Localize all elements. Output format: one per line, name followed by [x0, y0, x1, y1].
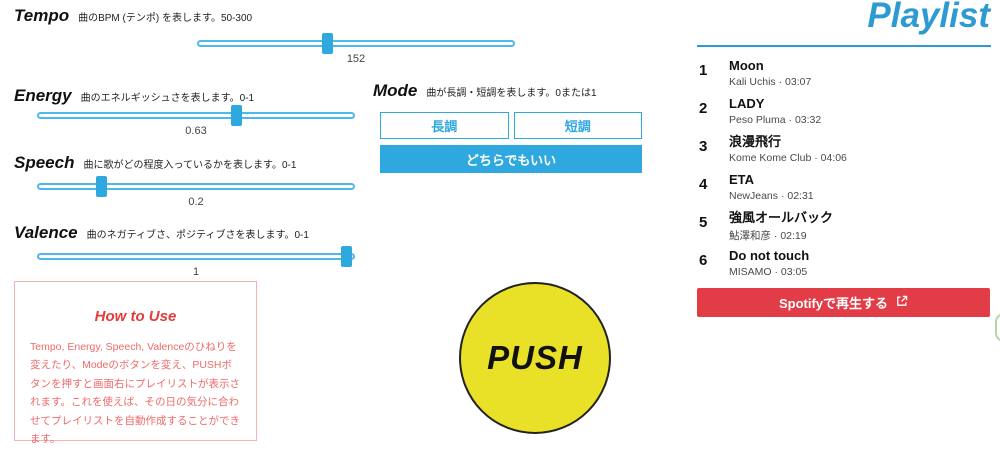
- track-artist-duration: Peso Pluma · 03:32: [729, 114, 822, 127]
- how-to-use-title: How to Use: [94, 308, 177, 325]
- playlist: 1 Moon Kali Uchis · 03:07 2 LADY Peso Pl…: [699, 58, 991, 286]
- tempo-slider-thumb[interactable]: [321, 33, 333, 54]
- how-to-use-text: Tempo, Energy, Speech, Valenceのひねりを変えたり、…: [30, 341, 240, 445]
- playlist-row[interactable]: 1 Moon Kali Uchis · 03:07: [699, 58, 991, 88]
- energy-label: Energy: [14, 86, 72, 105]
- valence-section-header: Valence 曲のネガティブさ、ポジティブさを表します。0-1: [14, 223, 309, 243]
- speech-slider[interactable]: [37, 176, 355, 197]
- offscreen-edge-fragment: [995, 313, 1000, 342]
- mode-description: 曲が長調・短調を表します。0または1: [426, 88, 597, 99]
- speech-label: Speech: [14, 153, 75, 172]
- playlist-row[interactable]: 3 浪漫飛行 Kome Kome Club · 04:06: [699, 134, 991, 164]
- valence-description: 曲のネガティブさ、ポジティブさを表します。0-1: [86, 230, 309, 241]
- playlist-row[interactable]: 5 強風オールバック 鮎澤和彦 · 02:19: [699, 210, 991, 243]
- playlist-row[interactable]: 6 Do not touch MISAMO · 03:05: [699, 248, 991, 278]
- track-artist-duration: Kali Uchis · 03:07: [729, 76, 812, 89]
- speech-section-header: Speech 曲に歌がどの程度入っているかを表します。0-1: [14, 153, 296, 173]
- track-number: 4: [699, 176, 708, 193]
- mode-minor-button[interactable]: 短調: [513, 112, 642, 139]
- energy-slider[interactable]: [37, 105, 355, 126]
- track-title: 強風オールバック: [729, 210, 834, 225]
- track-title: LADY: [729, 96, 765, 111]
- track-title: ETA: [729, 172, 755, 187]
- track-title: Moon: [729, 58, 764, 73]
- how-to-use-box: How to Use Tempo, Energy, Speech, Valenc…: [14, 281, 257, 445]
- playlist-title: Playlist: [867, 0, 990, 35]
- mode-either-button[interactable]: どちらでもいい: [380, 145, 642, 173]
- tempo-label: Tempo: [14, 6, 70, 25]
- energy-value: 0.63: [185, 125, 207, 137]
- external-link-icon: [896, 295, 908, 310]
- play-on-spotify-label: Spotifyで再生する: [778, 296, 889, 311]
- playlist-divider: [697, 45, 991, 47]
- tempo-slider[interactable]: [197, 33, 515, 54]
- track-artist-duration: NewJeans · 02:31: [729, 190, 814, 203]
- mode-section-header: Mode 曲が長調・短調を表します。0または1: [373, 81, 597, 101]
- tempo-value: 152: [346, 53, 366, 65]
- energy-slider-thumb[interactable]: [230, 105, 242, 126]
- tempo-description: 曲のBPM (テンポ) を表します。50-300: [78, 13, 253, 24]
- track-number: 1: [699, 62, 708, 79]
- track-number: 5: [699, 214, 708, 231]
- mode-button-row: 長調 短調: [380, 112, 642, 139]
- track-artist-duration: Kome Kome Club · 04:06: [729, 152, 847, 165]
- play-on-spotify-button[interactable]: Spotifyで再生する: [697, 288, 990, 317]
- track-artist-duration: 鮎澤和彦 · 02:19: [729, 230, 807, 243]
- valence-slider-thumb[interactable]: [340, 246, 352, 267]
- tempo-section-header: Tempo 曲のBPM (テンポ) を表します。50-300: [14, 6, 252, 26]
- track-number: 3: [699, 138, 708, 155]
- playlist-row[interactable]: 4 ETA NewJeans · 02:31: [699, 172, 991, 202]
- energy-section-header: Energy 曲のエネルギッシュさを表します。0-1: [14, 86, 254, 106]
- playlist-row[interactable]: 2 LADY Peso Pluma · 03:32: [699, 96, 991, 126]
- track-number: 2: [699, 100, 708, 117]
- valence-slider[interactable]: [37, 246, 355, 267]
- speech-description: 曲に歌がどの程度入っているかを表します。0-1: [83, 160, 297, 171]
- valence-value: 1: [192, 266, 200, 278]
- speech-slider-thumb[interactable]: [95, 176, 107, 197]
- track-artist-duration: MISAMO · 03:05: [729, 266, 808, 279]
- valence-label: Valence: [14, 223, 78, 242]
- push-button[interactable]: PUSH: [459, 282, 611, 434]
- track-title: Do not touch: [729, 248, 810, 263]
- mode-major-button[interactable]: 長調: [380, 112, 509, 139]
- track-title: 浪漫飛行: [729, 134, 782, 149]
- track-number: 6: [699, 252, 708, 269]
- energy-description: 曲のエネルギッシュさを表します。0-1: [80, 93, 255, 104]
- mode-label: Mode: [373, 81, 418, 100]
- speech-value: 0.2: [188, 196, 204, 208]
